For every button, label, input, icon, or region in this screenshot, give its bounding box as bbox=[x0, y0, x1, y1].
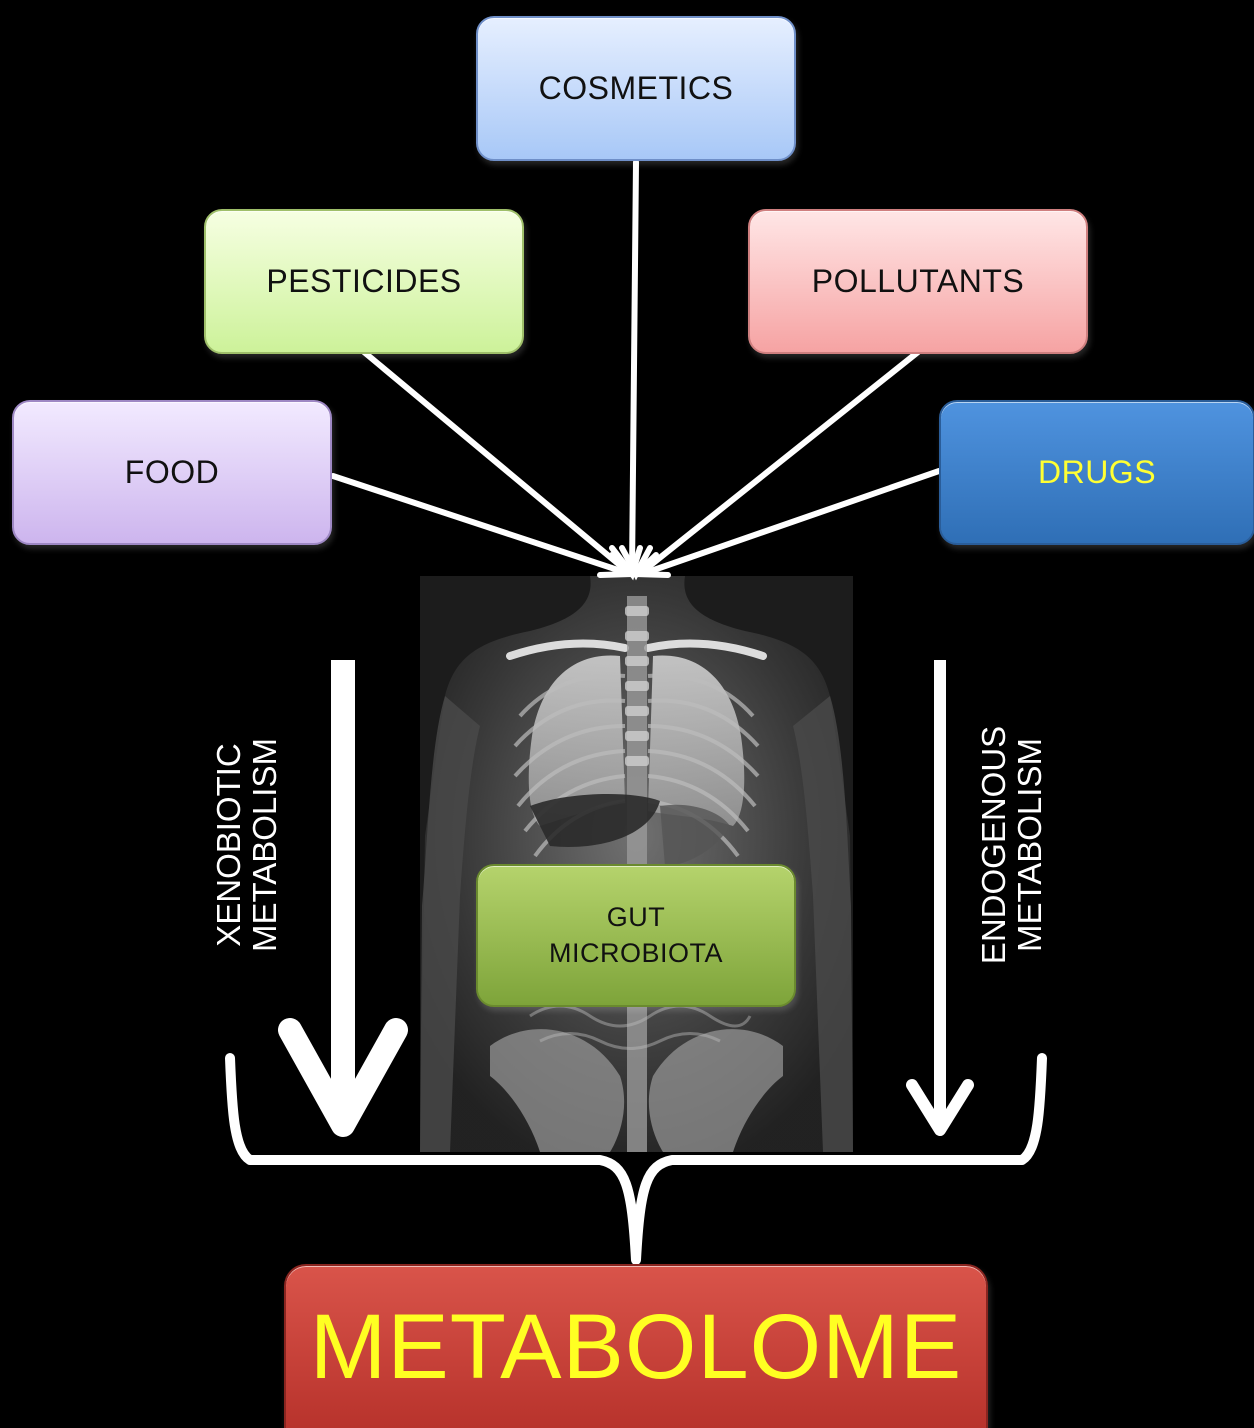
endogenous-metabolism-label: ENDOGENOUS METABOLISM bbox=[976, 685, 1066, 1005]
pollutants-box: POLLUTANTS bbox=[748, 209, 1088, 354]
pesticides-box: PESTICIDES bbox=[204, 209, 524, 354]
drugs-box: DRUGS bbox=[939, 400, 1254, 545]
arrow-pollutants bbox=[642, 352, 918, 572]
cosmetics-box: COSMETICS bbox=[476, 16, 796, 161]
arrow-food bbox=[333, 476, 624, 572]
arrow-cosmetics bbox=[632, 162, 636, 572]
drugs-label: DRUGS bbox=[1038, 454, 1156, 491]
metabolome-box: METABOLOME bbox=[284, 1264, 988, 1428]
metabolome-label: METABOLOME bbox=[310, 1295, 962, 1400]
pollutants-label: POLLUTANTS bbox=[812, 263, 1024, 300]
cosmetics-label: COSMETICS bbox=[539, 70, 734, 107]
arrow-drugs bbox=[648, 471, 939, 572]
gut-microbiota-box: GUT MICROBIOTA bbox=[476, 864, 796, 1007]
gut-microbiota-label: GUT MICROBIOTA bbox=[549, 900, 723, 970]
xenobiotic-metabolism-label: XENOBIOTIC METABOLISM bbox=[211, 685, 301, 1005]
food-box: FOOD bbox=[12, 400, 332, 545]
pesticides-label: PESTICIDES bbox=[266, 263, 461, 300]
arrow-pesticides bbox=[364, 352, 628, 572]
food-label: FOOD bbox=[125, 454, 219, 491]
